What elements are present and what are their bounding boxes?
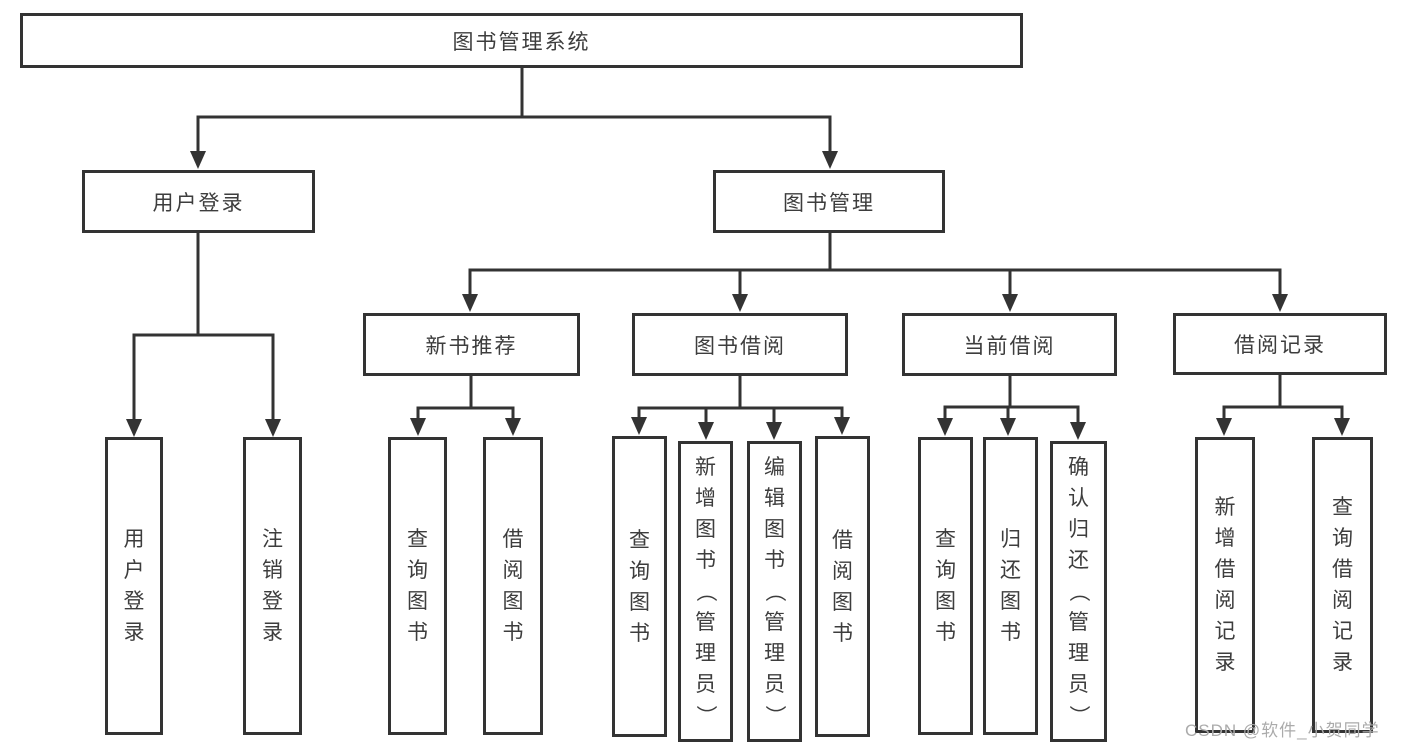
leaf-return-books: 归还图书 [983, 437, 1038, 735]
connector-root-to-level2 [196, 68, 832, 152]
leaf-query-books-current: 查询图书 [918, 437, 973, 735]
node-borrow-record: 借阅记录 [1173, 313, 1387, 375]
connector-user-login-branch [132, 233, 275, 421]
leaf-add-borrow-record: 新增借阅记录 [1195, 437, 1255, 733]
arrowheads [126, 151, 1350, 440]
connector-new-book-branch [416, 376, 515, 420]
connector-book-management-branch [468, 233, 1282, 296]
node-book-borrow: 图书借阅 [632, 313, 848, 376]
leaf-user-login: 用户登录 [105, 437, 163, 735]
leaf-query-borrow-record: 查询借阅记录 [1312, 437, 1373, 733]
leaf-edit-books-admin: 编辑图书（管理员） [747, 441, 802, 742]
leaf-logout: 注销登录 [243, 437, 302, 735]
node-user-login: 用户登录 [82, 170, 315, 233]
leaf-borrow-books-recommend: 借阅图书 [483, 437, 543, 735]
node-new-book-recommend: 新书推荐 [363, 313, 580, 376]
node-book-management: 图书管理 [713, 170, 945, 233]
node-library-system: 图书管理系统 [20, 13, 1023, 68]
csdn-watermark: CSDN @软件_小贺同学 [1185, 721, 1380, 740]
node-current-borrow: 当前借阅 [902, 313, 1117, 376]
connector-borrow-record-branch [1222, 375, 1344, 420]
leaf-add-books-admin: 新增图书（管理员） [678, 441, 733, 742]
connector-current-borrow-branch [943, 376, 1080, 422]
leaf-query-books-borrow: 查询图书 [612, 436, 667, 737]
leaf-confirm-return-admin: 确认归还（管理员） [1050, 441, 1107, 742]
leaf-query-books-recommend: 查询图书 [388, 437, 447, 735]
leaf-borrow-books: 借阅图书 [815, 436, 870, 737]
connector-book-borrow-branch [637, 376, 844, 424]
